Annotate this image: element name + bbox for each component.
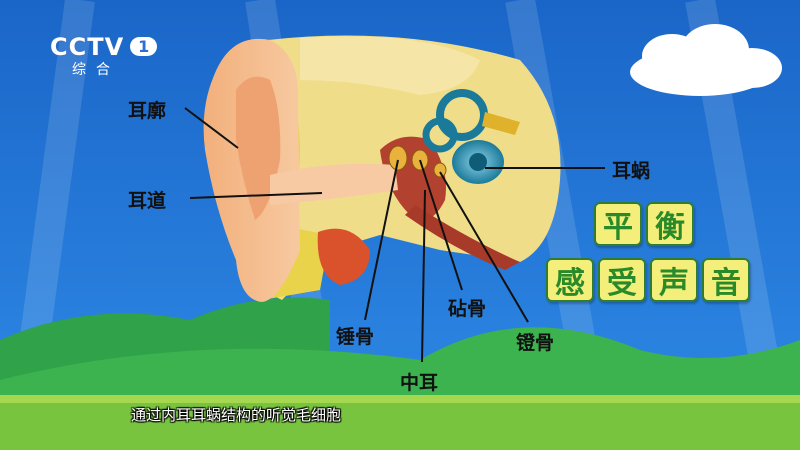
tile-char: 衡	[646, 202, 694, 246]
grass-strip	[0, 395, 800, 450]
ear-illustration	[203, 35, 561, 302]
parotid-tissue	[317, 228, 370, 285]
label-stapes: 镫骨	[516, 332, 555, 354]
label-cochlea: 耳蜗	[612, 160, 651, 182]
logo-brand: CCTV	[50, 33, 125, 61]
logo-channel-number: 1	[130, 37, 158, 56]
grass-strip-highlight	[0, 395, 800, 403]
label-incus: 砧骨	[448, 298, 487, 320]
label-malleus: 锤骨	[336, 326, 375, 348]
label-ear-canal: 耳道	[128, 190, 167, 212]
cloud-shape	[630, 24, 782, 96]
auricle-fold	[236, 76, 281, 221]
balance-tiles: 平 衡	[594, 202, 694, 246]
label-middle-ear: 中耳	[400, 372, 439, 394]
logo-channel-name: 综合	[72, 62, 120, 78]
tile-char: 音	[702, 258, 750, 302]
inner-ear	[422, 89, 520, 184]
hearing-tiles: 感 受 声 音	[546, 258, 750, 302]
video-subtitle: 通过内耳耳蜗结构的听觉毛细胞	[131, 406, 342, 424]
tile-char: 感	[546, 258, 594, 302]
eustachian-tube	[405, 205, 520, 270]
bone-top	[300, 36, 480, 95]
tile-char: 平	[594, 202, 642, 246]
channel-logo: CCTV 1 综合	[50, 33, 158, 79]
label-auricle: 耳廓	[128, 100, 167, 122]
tile-char: 受	[598, 258, 646, 302]
tile-char: 声	[650, 258, 698, 302]
leader-lines	[184, 107, 605, 363]
